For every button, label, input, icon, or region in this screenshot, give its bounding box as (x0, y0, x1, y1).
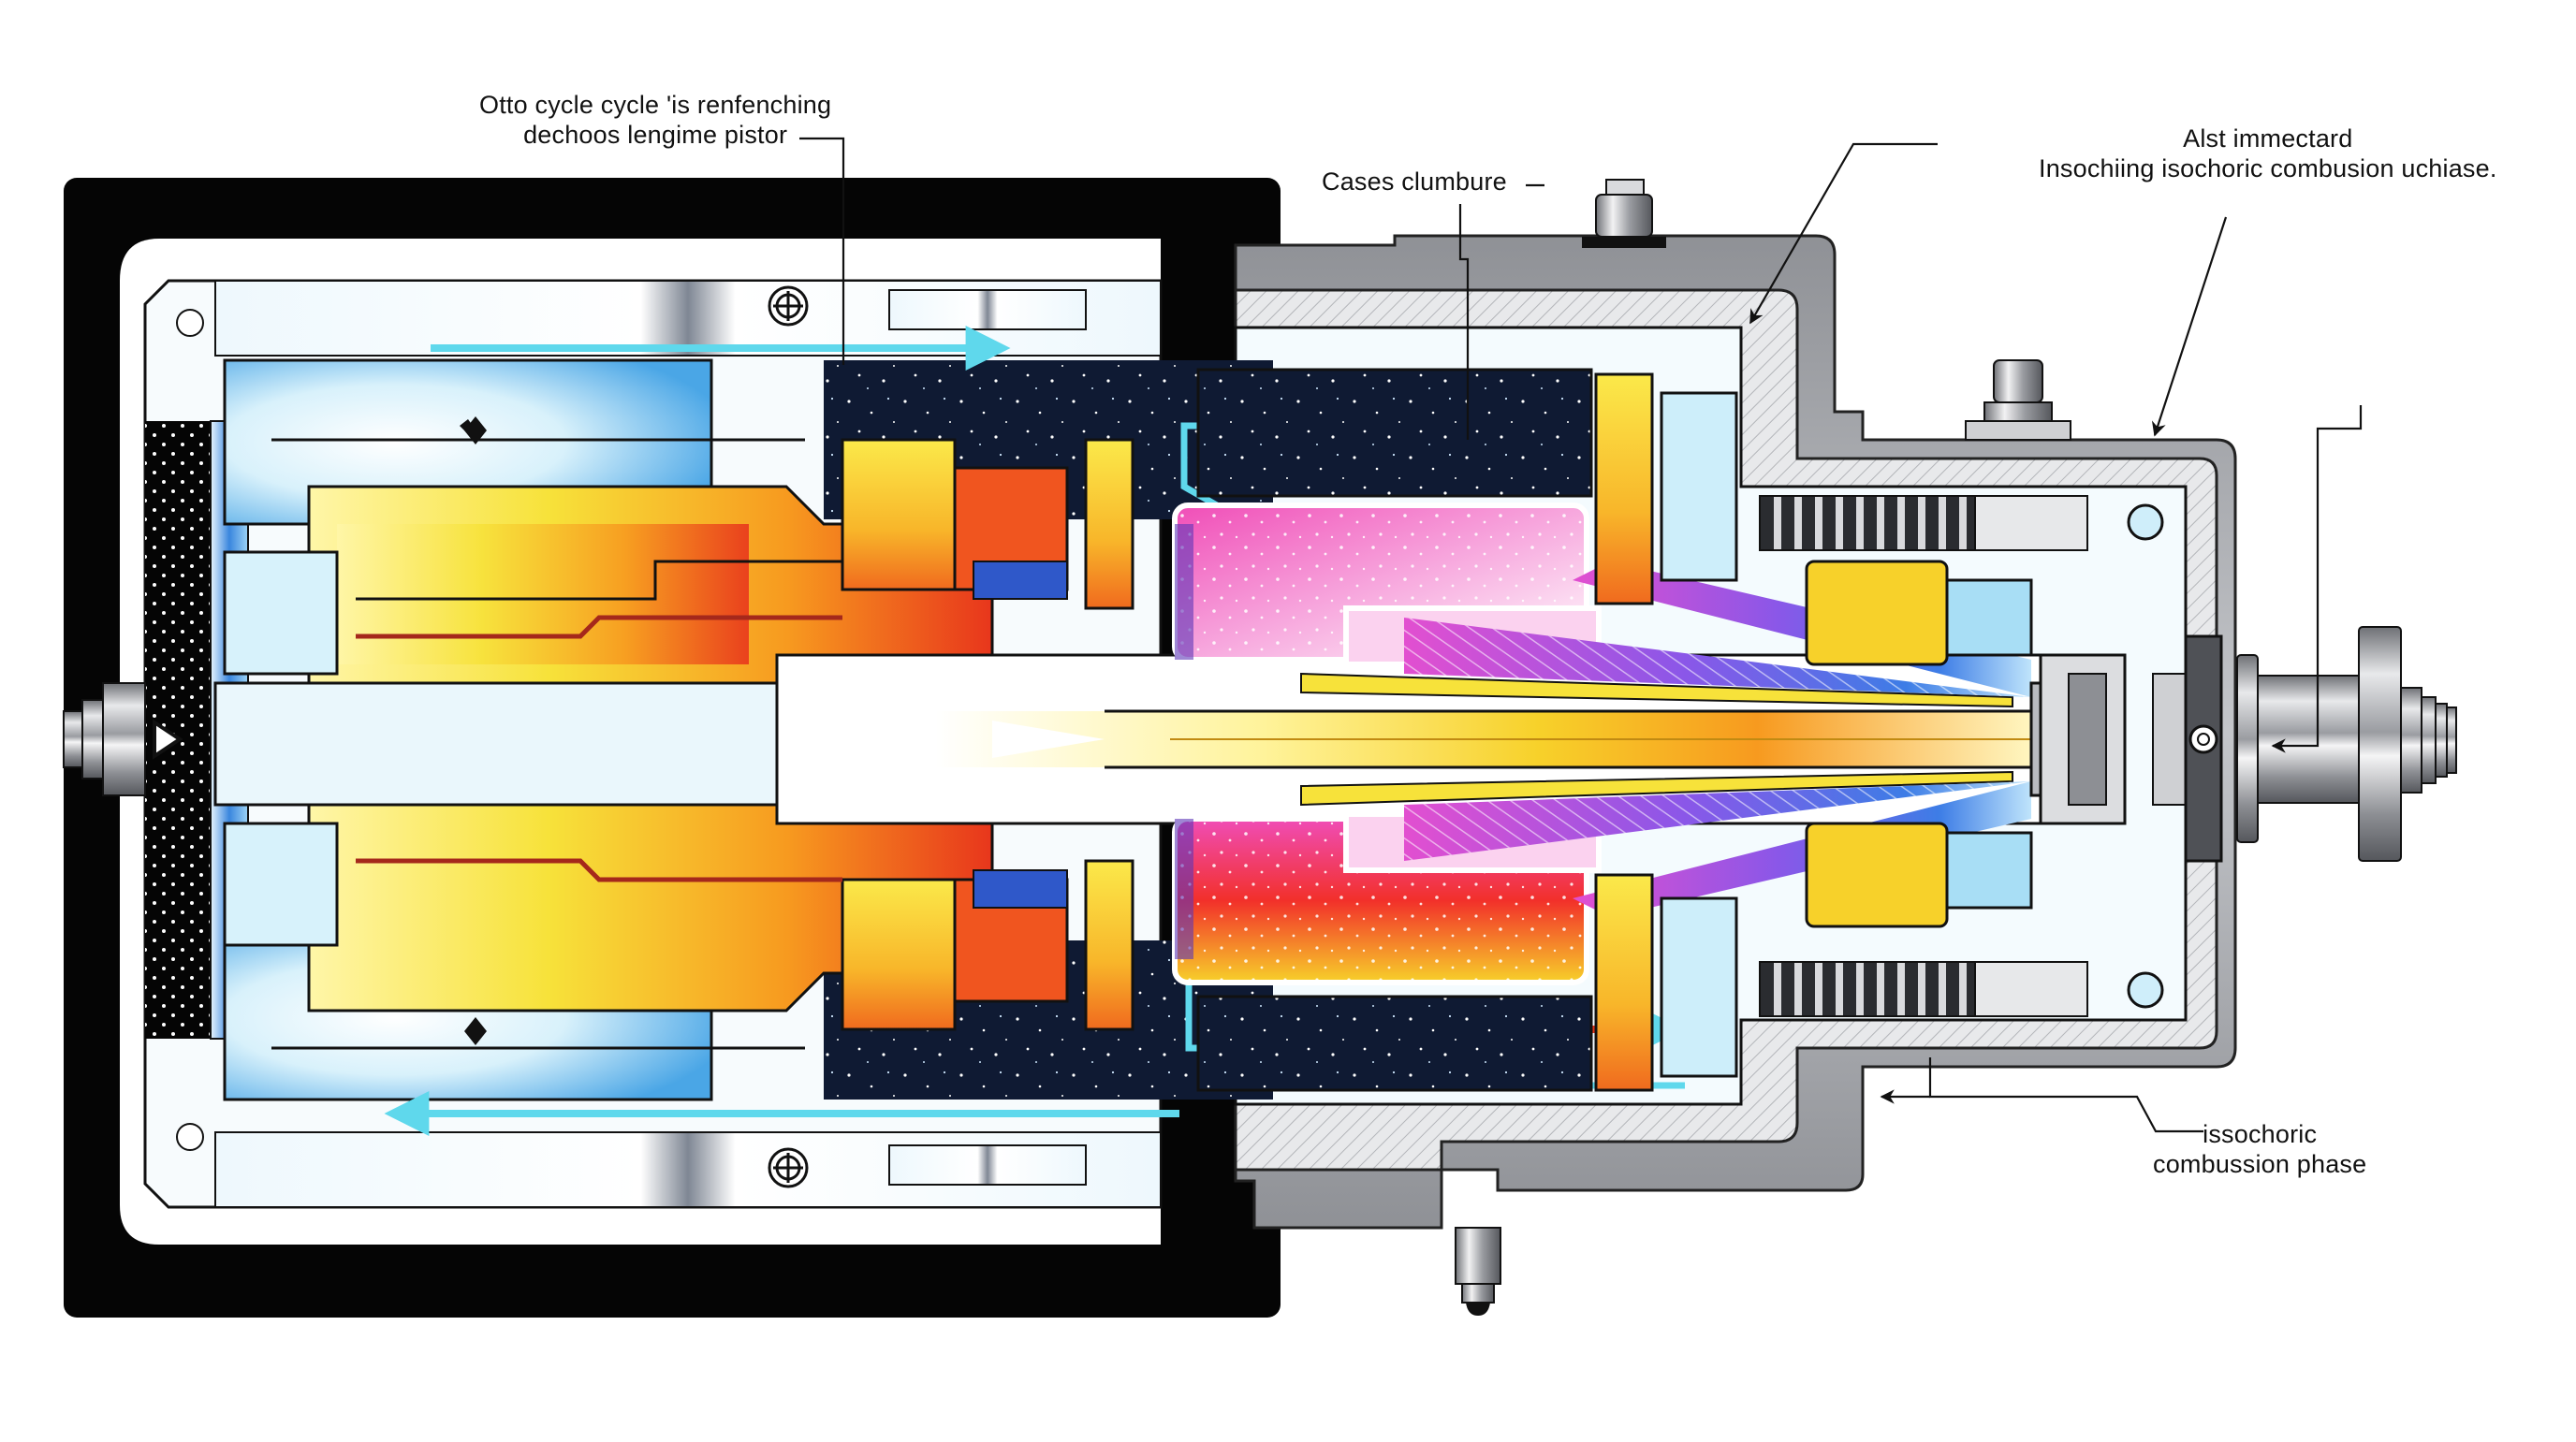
combustion-chamber-magenta (1172, 503, 2031, 985)
annotation-otto-line-2: dechoos lengime pistor (523, 121, 788, 149)
crosshair-bolt-upper (768, 285, 809, 327)
valve-pillars (1594, 372, 2033, 1092)
annotation-otto-cycle: Otto cycle cycle 'is renfenching dechoos… (479, 90, 831, 150)
cooling-fins-upper (1759, 495, 1976, 551)
marker-diamond-lower (464, 1017, 487, 1045)
top-spark-plug (1582, 179, 1666, 248)
annotation-alst-immectard: Alst immectard Insochiing isochoric comb… (2039, 124, 2497, 183)
cooling-fins-lower (1759, 961, 1976, 1017)
left-end-nut (63, 682, 183, 796)
annotation-cases-clumbure: Cases clumbure (1322, 167, 1507, 197)
crosshair-bolt-lower (768, 1147, 809, 1188)
annotation-otto-line-1: Otto cycle cycle 'is renfenching (479, 91, 832, 119)
annotation-alst-line-1: Alst immectard (2183, 124, 2353, 153)
annotation-leaders (799, 137, 2363, 1133)
marker-diamond-upper (464, 416, 487, 444)
bottom-sensor-plug (1455, 1227, 1501, 1316)
annotation-alst-line-2: Insochiing isochoric combusion uchiase. (2039, 154, 2497, 182)
annotation-iso-line-1: issochoric (2203, 1120, 2318, 1148)
right-coupling (2029, 634, 2223, 863)
annotation-iso-line-2: combussion phase (2153, 1150, 2367, 1178)
right-output-shaft-flange (2236, 626, 2457, 862)
annotation-cases-line-1: Cases clumbure (1322, 168, 1507, 196)
right-top-valve (1965, 359, 2071, 441)
annotation-isochoric-phase: issochoric combussion phase (2153, 1119, 2366, 1179)
